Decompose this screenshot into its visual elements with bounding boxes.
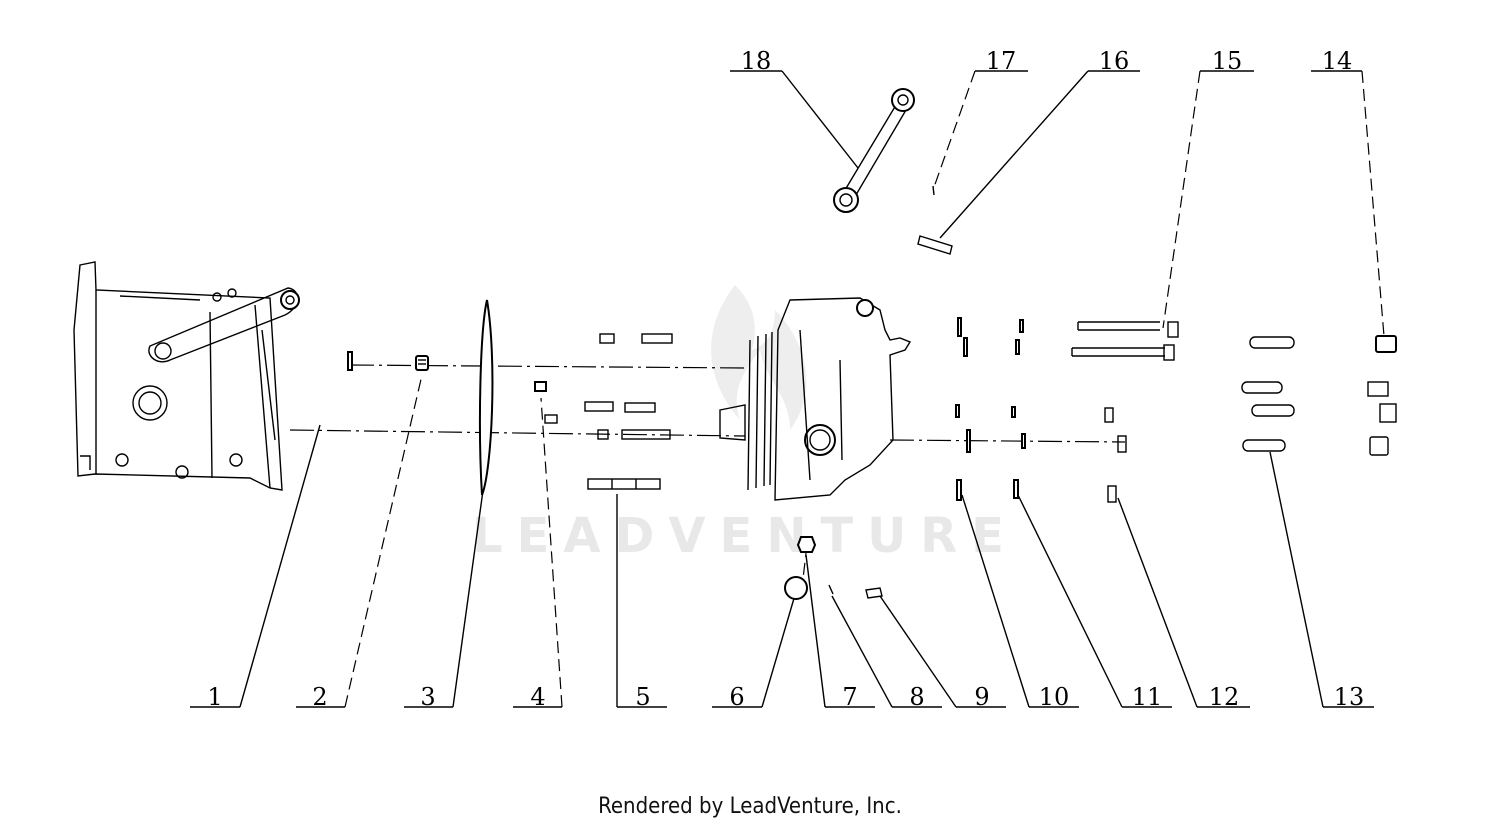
- part-8-pin: [828, 584, 834, 595]
- callout-14: 14: [1322, 47, 1353, 75]
- part-2-bushing: [415, 355, 429, 371]
- housing-cover: [73, 261, 300, 491]
- part-10-11-pins: [955, 317, 1026, 501]
- callout-10: 10: [1039, 683, 1070, 711]
- part-6-knob: [784, 576, 808, 600]
- part-15-shafts: [1071, 321, 1179, 503]
- part-1-pin: [347, 351, 353, 371]
- part-13-bearings: [1241, 336, 1295, 452]
- watermark: LEADVENTURE: [472, 285, 1018, 564]
- part-4-block: [534, 381, 547, 392]
- callout-11: 11: [1132, 683, 1163, 711]
- callout-13: 13: [1334, 683, 1365, 711]
- part-16-pin: [917, 235, 953, 255]
- transmission-body: [719, 297, 912, 501]
- callout-9: 9: [974, 683, 989, 711]
- centre-lines: [289, 364, 1126, 443]
- callout-8: 8: [909, 683, 924, 711]
- watermark-text: LEADVENTURE: [472, 508, 1018, 564]
- callout-1: 1: [207, 683, 222, 711]
- part-5-shafts: [544, 333, 673, 490]
- part-18-link-rod: [833, 88, 915, 213]
- part-3-gasket: [478, 299, 494, 496]
- callout-16: 16: [1099, 47, 1130, 75]
- rendered-by-credit: Rendered by LeadVenture, Inc.: [598, 794, 902, 819]
- part-17-pin: [932, 185, 935, 196]
- part-14-seals: [1367, 335, 1397, 456]
- callout-2: 2: [312, 683, 327, 711]
- callout-5: 5: [635, 683, 650, 711]
- callout-4: 4: [530, 683, 545, 711]
- callout-3: 3: [420, 683, 435, 711]
- callout-15: 15: [1212, 47, 1243, 75]
- callout-6: 6: [729, 683, 744, 711]
- watermark-flame-icon: [711, 285, 807, 430]
- callout-12: 12: [1209, 683, 1240, 711]
- callout-17: 17: [986, 47, 1017, 75]
- callout-numbers: 1 2 3 4 5 6 7 8 9 10 11 12 13 14 15 16 1…: [207, 47, 1364, 711]
- callout-7: 7: [842, 683, 857, 711]
- leader-lines: [239, 70, 1385, 708]
- callout-18: 18: [741, 47, 772, 75]
- part-9-screw: [865, 587, 883, 599]
- part-7-nut: [796, 536, 817, 553]
